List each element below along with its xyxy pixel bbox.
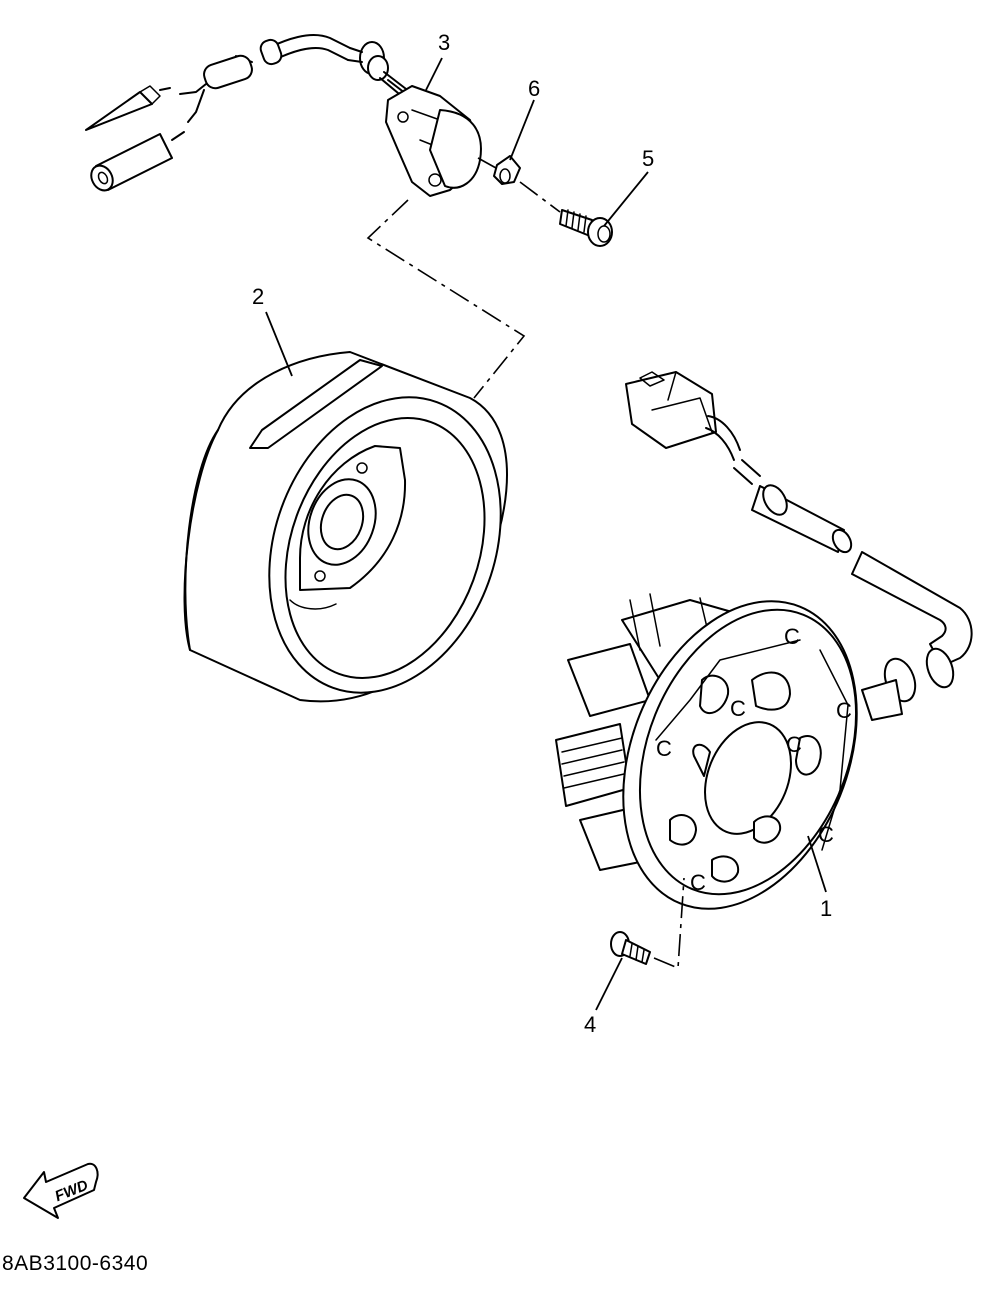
stator-mark: C [786,732,802,757]
callout-6: 6 [528,76,540,101]
bullet-connectors [85,54,253,192]
leader-line-4 [595,957,623,1011]
leader-line-5 [603,171,649,227]
stator-mark: C [818,822,834,847]
stator-mark: C [656,736,672,761]
rotor-flywheel [183,351,508,703]
callout-4: 4 [584,1012,596,1037]
stator-marks: C C C C C C C [656,624,852,895]
stator-mark: C [784,624,800,649]
leader-line-6 [509,99,535,161]
screw-part-5 [559,209,613,247]
callout-1: 1 [820,896,832,921]
drawing-code: 8AB3100-6340 [2,1252,148,1275]
leader-line-2 [265,311,293,377]
fwd-direction-arrow: FWD [23,1162,99,1219]
leader-line-1 [807,835,827,893]
assembly-line-coil-washer [477,157,497,169]
callout-5: 5 [642,146,654,171]
assembly-line-screw-stator [653,877,685,970]
stator-mark: C [836,698,852,723]
stator-mark: C [690,870,706,895]
assembly-line-washer-screw [519,181,561,213]
leader-line-3 [425,57,443,91]
pickup-coil-assembly [259,34,482,197]
screw-part-4 [610,931,651,965]
washer [493,155,521,185]
assembly-line-coil-rotor [366,199,526,399]
stator-mark: C [730,696,746,721]
callout-2: 2 [252,284,264,309]
stator-assembly [555,371,973,910]
callout-3: 3 [438,30,450,55]
